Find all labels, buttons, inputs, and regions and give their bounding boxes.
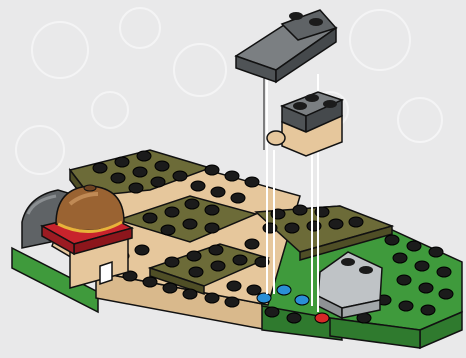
dark-gray-brick-with-tan-clip — [267, 92, 342, 156]
dark-gray-slope-brick — [236, 10, 336, 82]
background-watermark — [16, 8, 442, 174]
tan-clip — [267, 131, 285, 145]
red-stud-target — [315, 313, 329, 323]
